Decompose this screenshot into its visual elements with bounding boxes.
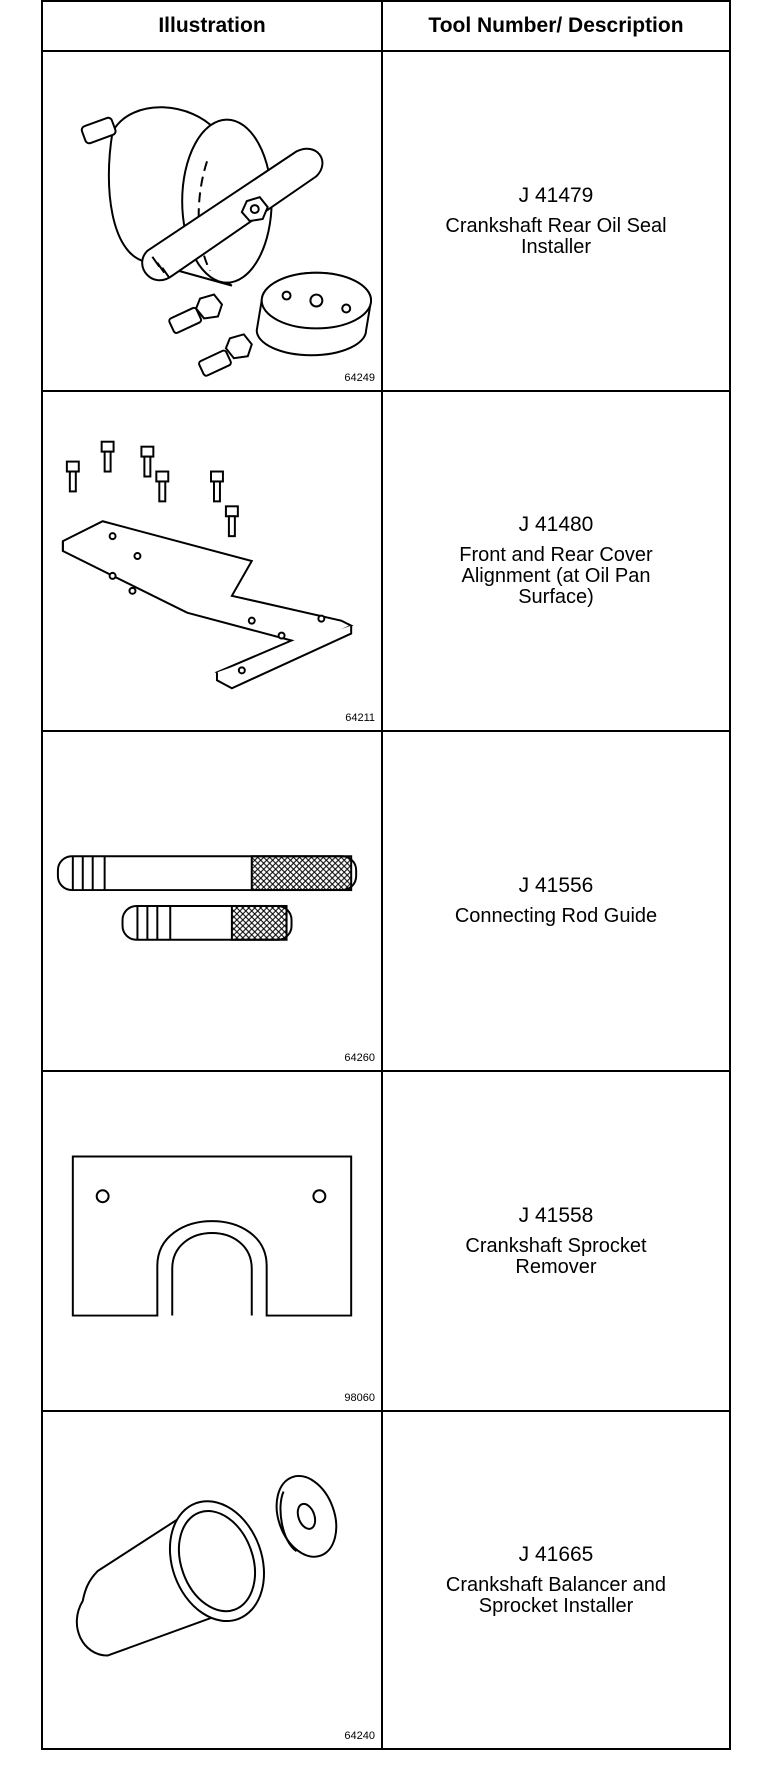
table-row: 98060 J 41558 Crankshaft Sprocket Remove… xyxy=(41,1070,731,1412)
description-line: Front and Rear Cover xyxy=(459,544,653,566)
table-row: 64249 J 41479 Crankshaft Rear Oil Seal I… xyxy=(41,50,731,392)
description-line: Alignment (at Oil Pan xyxy=(461,565,651,587)
figure-number: 64260 xyxy=(344,1052,375,1064)
tool-number: J 41558 xyxy=(518,1203,594,1227)
description-line: Surface) xyxy=(518,586,594,608)
balancer-installer-illustration xyxy=(75,1475,338,1657)
rod-guide-illustration xyxy=(56,855,358,941)
description-line: Crankshaft Balancer and xyxy=(445,1573,667,1596)
special-tools-table: Illustration Tool Number/ Description xyxy=(41,0,731,1750)
description-line: Remover xyxy=(515,1255,597,1278)
tool-number: J 41479 xyxy=(518,183,594,207)
figure-number: 64211 xyxy=(345,712,375,724)
sprocket-remover-illustration xyxy=(71,1155,353,1317)
description-line: Crankshaft Sprocket xyxy=(465,1234,647,1257)
tool-number: J 41480 xyxy=(518,513,594,536)
description-line: Crankshaft Rear Oil Seal xyxy=(445,214,667,237)
illustration-cell: 64260 xyxy=(41,730,383,1072)
illustration-cell: 64240 xyxy=(41,1410,383,1750)
table-header-row: Illustration Tool Number/ Description xyxy=(41,0,731,52)
figure-number: 64240 xyxy=(344,1730,375,1742)
table-row: 64260 J 41556 Connecting Rod Guide xyxy=(41,730,731,1072)
description-line: Connecting Rod Guide xyxy=(454,905,658,927)
table-row: 64211 J 41480 Front and Rear Cover Align… xyxy=(41,390,731,732)
description-cell: J 41556 Connecting Rod Guide xyxy=(381,730,731,1072)
tool-table-page: Illustration Tool Number/ Description xyxy=(41,0,731,1770)
tool-number: J 41665 xyxy=(518,1542,594,1566)
figure-number: 64249 xyxy=(344,372,375,384)
description-cell: J 41558 Crankshaft Sprocket Remover xyxy=(381,1070,731,1412)
figure-number: 98060 xyxy=(344,1392,375,1404)
illustration-cell: 64211 xyxy=(41,390,383,732)
tool-number: J 41556 xyxy=(518,874,594,897)
description-line: Installer xyxy=(520,235,592,258)
description-cell: J 41480 Front and Rear Cover Alignment (… xyxy=(381,390,731,732)
description-cell: J 41665 Crankshaft Balancer and Sprocket… xyxy=(381,1410,731,1750)
seal-installer-illustration xyxy=(80,106,373,377)
illustration-cell: 64249 xyxy=(41,50,383,392)
header-tool-description: Tool Number/ Description xyxy=(381,0,731,52)
table-row: 64240 J 41665 Crankshaft Balancer and Sp… xyxy=(41,1410,731,1750)
description-line: Sprocket Installer xyxy=(478,1594,634,1617)
description-cell: J 41479 Crankshaft Rear Oil Seal Install… xyxy=(381,50,731,392)
illustration-cell: 98060 xyxy=(41,1070,383,1412)
header-illustration: Illustration xyxy=(41,0,383,52)
alignment-plate-illustration xyxy=(61,440,354,690)
